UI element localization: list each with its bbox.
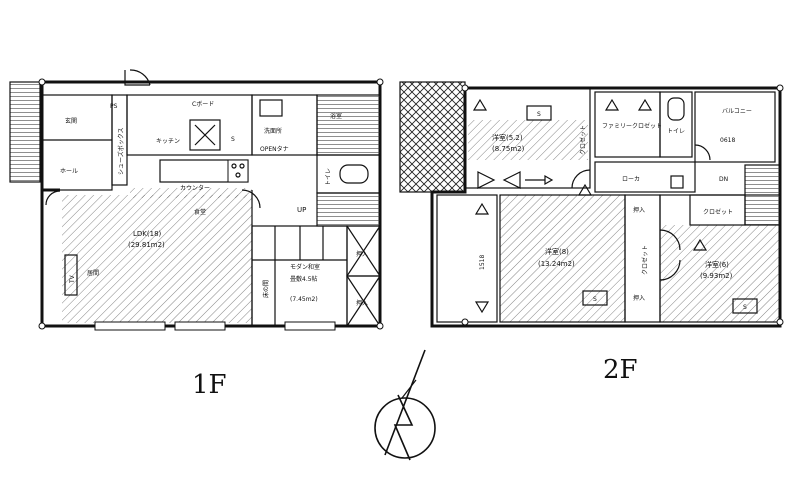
label-washroom: 洗面所 <box>264 127 282 135</box>
label-balcony-size-1: 0618 <box>720 137 735 144</box>
floor2-title: 2F <box>603 355 638 385</box>
label-open-shelf: OPENタナ <box>260 145 289 153</box>
label-closet-middle: クロゼット <box>641 245 649 275</box>
label-japanese: モダン和室 <box>290 263 320 271</box>
label-family-closet: ファミリークロゼット <box>602 122 662 130</box>
label-up: UP <box>297 206 306 214</box>
balcony-small <box>694 91 776 163</box>
label-ps: PS <box>110 103 118 110</box>
label-room-b-area: (13.24m2) <box>538 260 575 268</box>
label-japanese-area: (7.45m2) <box>290 296 318 303</box>
floor1-title: 1F <box>192 370 227 400</box>
label-storage-2f-1: 押入 <box>633 206 645 214</box>
sink <box>259 99 283 117</box>
label-s1: S <box>537 111 541 118</box>
stairs-1f <box>316 192 381 227</box>
label-s3: S <box>743 304 747 311</box>
label-s2: S <box>593 296 597 303</box>
porch-steps <box>9 81 41 183</box>
label-toilet-1f: トイレ <box>325 168 332 186</box>
void-lattice <box>399 81 466 193</box>
label-storage-1: 押入 <box>356 250 368 258</box>
toilet-2f <box>659 91 693 158</box>
label-cboard: Cボード <box>192 100 214 108</box>
toilet-bowl <box>339 164 369 184</box>
bathroom <box>316 94 381 156</box>
label-bath: 浴室 <box>330 112 342 120</box>
room-a <box>464 87 591 189</box>
label-room-c-area: (9.93m2) <box>700 272 733 280</box>
label-dining: 食堂 <box>194 208 206 216</box>
storage-2 <box>346 275 381 327</box>
label-ldk: LDK(18) <box>133 230 162 238</box>
floor-1 <box>9 69 384 331</box>
label-closet-room-c: クロゼット <box>703 208 733 216</box>
label-living: 居間 <box>87 270 99 277</box>
label-kitchen: キッチン <box>156 138 180 145</box>
label-tokonoma: 床の間 <box>262 280 270 298</box>
label-closet-room-a: クロゼット <box>579 125 587 155</box>
compass-icon <box>374 349 436 461</box>
label-hallway: ローカ <box>622 176 640 183</box>
label-room-b: 洋室(8) <box>545 247 569 256</box>
tv-board <box>64 254 78 296</box>
label-room-a-area: (8.75m2) <box>492 145 525 153</box>
label-balcony-size-2: 1518 <box>479 255 486 270</box>
ldk-floor <box>62 195 252 323</box>
label-counter: カウンター <box>180 184 210 192</box>
floor-2 <box>399 81 784 328</box>
label-storage-2: 押入 <box>356 299 368 307</box>
room-b <box>500 195 625 322</box>
entrance-area <box>41 94 113 191</box>
label-dn: DN <box>719 176 728 183</box>
label-entrance: 玄関 <box>65 117 77 125</box>
closet-room-c <box>689 194 746 226</box>
label-toilet-2f: トイレ <box>667 128 685 135</box>
room-c <box>660 225 780 322</box>
label-ldk-area: (29.81m2) <box>128 241 165 249</box>
hallway-2f <box>594 161 696 193</box>
label-room-c: 洋室(6) <box>705 260 729 269</box>
label-japanese-tatami: 畳敷4.5帖 <box>290 275 318 283</box>
label-tv: TV <box>69 274 76 284</box>
label-hall: ホール <box>60 168 78 175</box>
label-shoe-closet: シューズボックス <box>117 127 125 175</box>
label-storage-2f-2: 押入 <box>633 294 645 302</box>
label-stair-storage: S <box>231 136 235 143</box>
label-room-a: 洋室(5.2) <box>492 133 523 142</box>
label-balcony: バルコニー <box>722 108 752 115</box>
